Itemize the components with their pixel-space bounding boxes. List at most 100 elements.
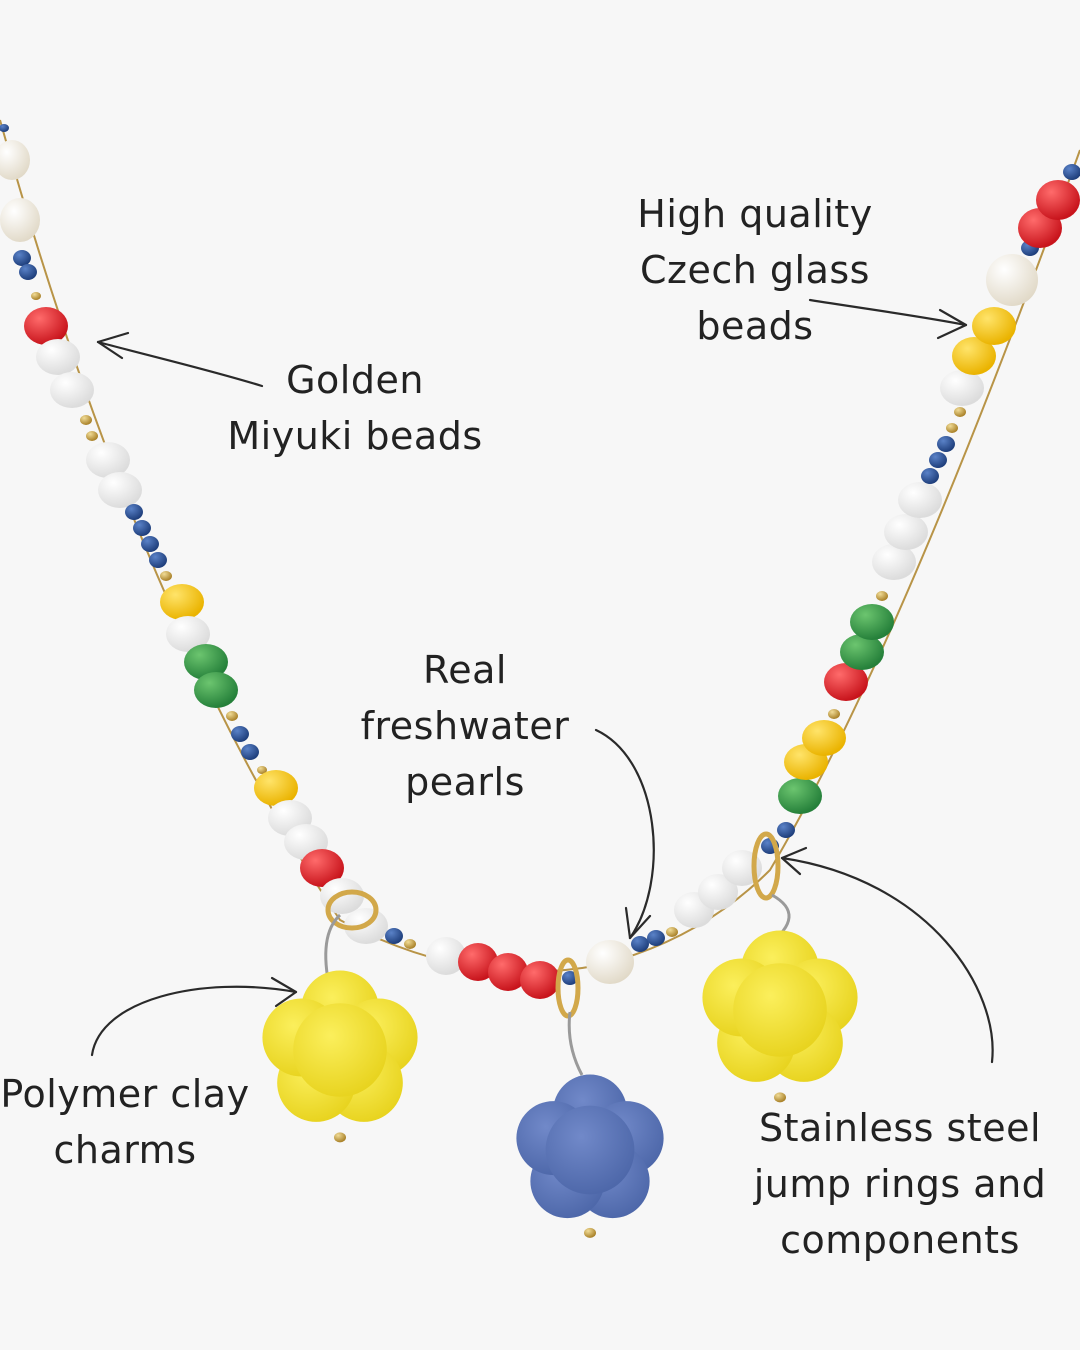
charm-center (733, 963, 827, 1057)
blue-seed-bead (13, 250, 31, 266)
green-bead (184, 644, 228, 680)
label-line: Miyuki beads (227, 414, 483, 458)
white-bead (36, 339, 80, 375)
white-bead (166, 616, 210, 652)
red-bead (458, 943, 498, 981)
pearl-bead (0, 198, 40, 242)
gold-miyuki-bead (828, 709, 840, 719)
white-bead (50, 372, 94, 408)
head-pin (567, 1011, 584, 1076)
gold-miyuki-bead (954, 407, 966, 417)
gold-miyuki-bead (666, 927, 678, 937)
jump-ring (555, 957, 581, 1019)
gold-miyuki-bead (404, 939, 416, 949)
label-line: components (780, 1218, 1020, 1262)
blue-seed-bead (19, 264, 37, 280)
label-line: pearls (405, 760, 525, 804)
flower-icon (516, 1074, 664, 1238)
blue-seed-bead (929, 452, 947, 468)
gold-miyuki-bead (257, 766, 267, 774)
white-bead (884, 514, 928, 550)
charm-center (293, 1003, 387, 1097)
yellow-bead (802, 720, 846, 756)
label-freshwater-pearls: Real freshwater pearls (330, 642, 600, 810)
blue-seed-bead (631, 936, 649, 952)
blue-seed-bead (647, 930, 665, 946)
white-bead (98, 472, 142, 508)
arrow-czech-icon (808, 298, 968, 340)
label-line: High quality (637, 192, 873, 236)
label-line: Czech glass (640, 248, 870, 292)
label-polymer-clay: Polymer clay charms (0, 1066, 250, 1178)
red-bead (24, 307, 68, 345)
label-line: charms (53, 1128, 197, 1172)
white-bead (86, 442, 130, 478)
red-bead (488, 953, 528, 991)
green-bead (778, 778, 822, 814)
arrow-pearls-icon (594, 728, 655, 940)
blue-seed-bead (125, 504, 143, 520)
blue-seed-bead (141, 536, 159, 552)
pearl-bead (0, 140, 30, 180)
gold-miyuki-bead (160, 571, 172, 581)
white-bead (940, 370, 984, 406)
gold-miyuki-bead (80, 415, 92, 425)
label-line: jump rings and (753, 1162, 1047, 1206)
red-bead (300, 849, 344, 887)
blue-seed-bead (241, 744, 259, 760)
green-bead (840, 634, 884, 670)
blue-seed-bead (562, 971, 578, 985)
blue-seed-bead (921, 468, 939, 484)
white-bead (872, 544, 916, 580)
yellow-bead (952, 337, 996, 375)
bead-strand (0, 119, 1080, 999)
gold-miyuki-bead (31, 292, 41, 300)
blue-seed-bead (777, 822, 795, 838)
charm-group (262, 930, 858, 1238)
label-line: beads (696, 304, 814, 348)
blue-seed-bead (0, 124, 9, 132)
white-bead (426, 937, 466, 975)
pearl-bead (586, 940, 634, 984)
blue-seed-bead (385, 928, 403, 944)
label-line: freshwater (360, 704, 570, 748)
label-line: Real (423, 648, 507, 692)
label-line: Golden (286, 358, 424, 402)
red-bead (520, 961, 560, 999)
yellow-bead (160, 584, 204, 620)
charm-center (545, 1105, 635, 1195)
green-bead (850, 604, 894, 640)
pearl-bead (986, 254, 1038, 306)
blue-seed-bead (149, 552, 167, 568)
yellow-bead (254, 770, 298, 806)
label-stainless-steel: Stainless steel jump rings and component… (740, 1100, 1060, 1268)
charm-end-bead (584, 1227, 596, 1238)
label-golden-miyuki: Golden Miyuki beads (210, 352, 500, 464)
gold-miyuki-bead (876, 591, 888, 601)
blue-seed-bead (937, 436, 955, 452)
arrow-golden-icon (96, 331, 264, 388)
flower-icon (262, 970, 418, 1143)
gold-miyuki-bead (946, 423, 958, 433)
white-bead (698, 874, 738, 910)
blue-seed-bead (1063, 164, 1080, 180)
label-line: Stainless steel (758, 1106, 1042, 1150)
jump-ring (325, 889, 379, 931)
charm-end-bead (774, 1092, 786, 1103)
green-bead (194, 672, 238, 708)
arrow-clay-icon (90, 976, 298, 1057)
label-czech-glass: High quality Czech glass beads (610, 186, 900, 354)
arrow-steel-icon (780, 846, 994, 1064)
red-bead (1036, 180, 1080, 220)
gold-miyuki-bead (226, 711, 238, 721)
red-bead (824, 663, 868, 701)
yellow-bead (972, 307, 1016, 345)
charm-end-bead (334, 1132, 346, 1143)
label-line: Polymer clay (0, 1072, 250, 1116)
blue-seed-bead (133, 520, 151, 536)
jump-ring (751, 831, 781, 901)
gold-miyuki-bead (86, 431, 98, 441)
white-bead (898, 482, 942, 518)
blue-seed-bead (231, 726, 249, 742)
